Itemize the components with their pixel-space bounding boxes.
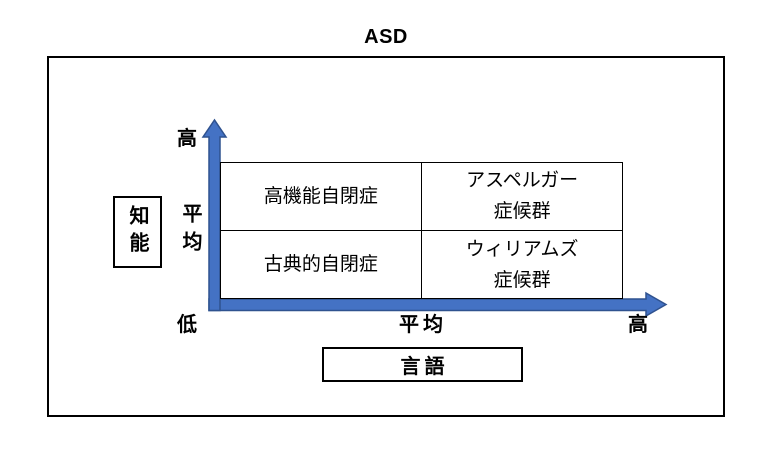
quadrant-bottom-left: 古典的自閉症 [221,231,421,298]
diagram-title: ASD [364,26,408,48]
quadrant-bottom-right: ウィリアムズ 症候群 [422,231,622,298]
x-axis-label: 言語 [400,356,449,378]
quadrant-grid: 高機能自閉症 アスペルガー 症候群 古典的自閉症 ウィリアムズ 症候群 [220,162,623,299]
quadrant-top-right: アスペルガー 症候群 [422,163,622,230]
x-tick-high: 高 [628,314,648,336]
x-axis-arrow-icon [208,291,668,318]
x-axis-label-box: 言語 [322,347,523,382]
quadrant-top-left: 高機能自閉症 [221,163,421,230]
y-axis-label: 知能 [126,205,148,259]
outer-frame [47,56,725,417]
y-tick-low: 低 [177,314,197,336]
y-tick-high: 高 [177,128,197,150]
y-axis-label-box: 知能 [113,196,162,268]
x-tick-average: 平均 [399,314,447,336]
y-tick-average: 平均 [179,203,201,259]
